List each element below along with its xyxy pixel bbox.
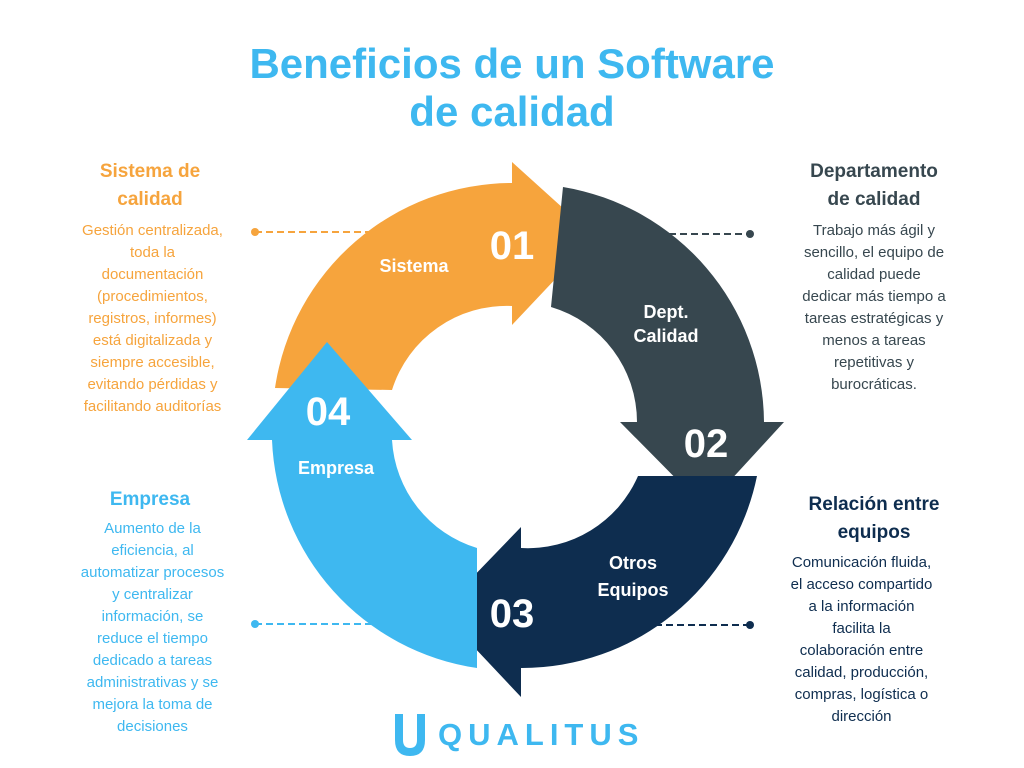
body-line: está digitalizada y <box>92 332 213 349</box>
logo-text: QUALITUS <box>438 717 645 752</box>
title-line-1: Beneficios de un Software <box>249 40 775 87</box>
panel-body-empresa: Aumento de la eficiencia, al automatizar… <box>55 518 250 738</box>
body-line: Comunicación fluida, <box>791 554 932 571</box>
panel-body-relacion: Comunicación fluida, el acceso compartid… <box>764 552 959 728</box>
segment-label-dept-line1: Dept. <box>644 302 689 322</box>
body-line: Gestión centralizada, <box>82 222 223 239</box>
body-line: documentación <box>101 266 204 283</box>
qualitus-logo: QUALITUS <box>392 712 644 758</box>
body-line: el acceso compartido <box>790 576 933 593</box>
body-line: menos a tareas <box>822 332 926 349</box>
segment-number-02: 02 <box>684 422 729 466</box>
title-line-2: de calidad <box>409 88 615 135</box>
segment-label-otros-line2: Equipos <box>598 580 669 600</box>
body-line: tareas estratégicas y <box>804 310 944 327</box>
body-line: información, se <box>101 608 204 625</box>
arrow-segment-empresa <box>247 342 477 668</box>
segment-label-otros-line1: Otros <box>609 553 657 573</box>
panel-body-sistema: Gestión centralizada, toda la documentac… <box>55 220 250 418</box>
body-line: Aumento de la <box>104 520 201 537</box>
connector-departamento <box>658 230 754 238</box>
connector-sistema <box>251 228 372 236</box>
panel-heading-departamento-line1: Departamento <box>810 161 938 182</box>
body-line: decisiones <box>117 718 188 735</box>
body-line: (procedimientos, <box>97 288 208 305</box>
connector-empresa <box>251 620 372 628</box>
body-line: calidad puede <box>827 266 921 283</box>
body-line: repetitivas y <box>833 354 915 371</box>
body-line: a la información <box>808 598 915 615</box>
panel-heading-sistema-line1: Sistema de <box>99 161 201 182</box>
segment-number-01: 01 <box>490 224 535 268</box>
panel-heading-departamento-line2: de calidad <box>827 189 921 210</box>
body-line: eficiencia, al <box>111 542 194 559</box>
panel-heading-empresa: Empresa <box>60 486 240 514</box>
panel-heading-empresa-line1: Empresa <box>109 489 191 510</box>
segment-number-03: 03 <box>490 592 535 636</box>
body-line: colaboración entre <box>799 642 924 659</box>
body-line: facilita la <box>832 620 891 637</box>
body-line: compras, logística o <box>794 686 929 703</box>
body-line: registros, informes) <box>88 310 217 327</box>
body-line: y centralizar <box>112 586 193 603</box>
body-line: dedicado a tareas <box>92 652 213 669</box>
body-line: dirección <box>831 708 892 725</box>
panel-heading-sistema-line2: calidad <box>117 189 183 210</box>
body-line: administrativas y se <box>86 674 219 691</box>
body-line: siempre accesible, <box>90 354 215 371</box>
body-line: sencillo, el equipo de <box>803 244 945 261</box>
segment-label-empresa: Empresa <box>298 458 375 478</box>
body-line: Trabajo más ágil y <box>813 222 935 239</box>
body-line: dedicar más tiempo a <box>802 288 946 305</box>
arrow-segment-otros-equipos <box>440 476 757 697</box>
body-line: facilitando auditorías <box>83 398 222 415</box>
panel-heading-relacion: Relación entre equipos <box>764 491 984 547</box>
arrow-segment-dept-calidad <box>551 187 784 508</box>
segment-label-sistema: Sistema <box>379 256 449 276</box>
arrow-segment-sistema <box>275 162 595 390</box>
body-line: evitando pérdidas y <box>87 376 218 393</box>
panel-heading-relacion-line1: Relación entre <box>808 494 940 515</box>
panel-heading-sistema: Sistema de calidad <box>60 158 240 214</box>
body-line: toda la <box>129 244 176 261</box>
body-line: burocráticas. <box>831 376 917 393</box>
body-line: reduce el tiempo <box>97 630 208 647</box>
qualitus-u-icon <box>395 714 425 756</box>
body-line: calidad, producción, <box>794 664 929 681</box>
body-line: automatizar procesos <box>80 564 225 581</box>
page-title: Beneficios de un Software de calidad <box>0 40 1024 136</box>
panel-body-departamento: Trabajo más ágil y sencillo, el equipo d… <box>776 220 972 396</box>
body-line: mejora la toma de <box>92 696 213 713</box>
segment-number-04: 04 <box>306 390 351 434</box>
segment-label-dept-line2: Calidad <box>633 326 698 346</box>
panel-heading-departamento: Departamento de calidad <box>774 158 974 214</box>
connector-relacion <box>655 621 754 629</box>
panel-heading-relacion-line2: equipos <box>837 522 911 543</box>
